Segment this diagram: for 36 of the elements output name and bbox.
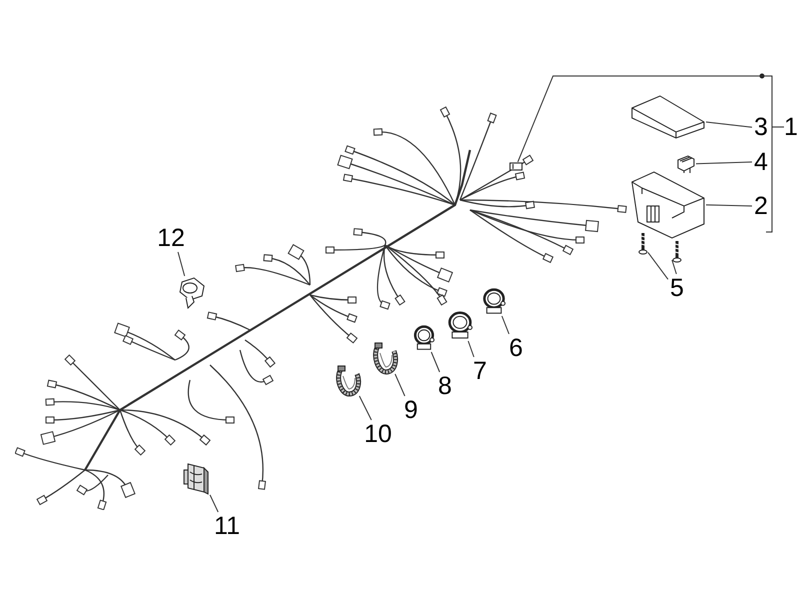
- screw: [672, 240, 682, 264]
- callout-number: 6: [507, 334, 525, 362]
- leader-line: [696, 162, 752, 164]
- leader-line: [706, 122, 752, 128]
- callout-number: 3: [752, 113, 770, 141]
- leader-line: [210, 494, 219, 512]
- leader-line: [394, 374, 406, 396]
- callout-number: 9: [402, 396, 420, 424]
- leader-line: [706, 204, 752, 206]
- leader-line: [517, 76, 784, 162]
- callout-number: 11: [210, 512, 244, 540]
- hose-clamp: [482, 288, 506, 316]
- callout-number: 4: [752, 148, 770, 176]
- leader-line: [178, 252, 186, 276]
- connector-plug: [509, 162, 523, 171]
- fuse: [676, 154, 696, 174]
- leader-line: [358, 396, 372, 420]
- leader-line: [468, 340, 474, 358]
- fuse-box-cover: [630, 94, 706, 140]
- callout-number: 5: [668, 274, 686, 302]
- callout-number: 2: [752, 192, 770, 220]
- cable-clamp: [413, 325, 435, 352]
- callout-number: 10: [361, 420, 395, 448]
- cable-clip: [182, 462, 210, 496]
- callout-number: 8: [436, 372, 454, 400]
- leader-line: [648, 252, 668, 280]
- cable-tie-band: [374, 343, 398, 374]
- leader-line: [430, 352, 440, 372]
- callout-number: 7: [471, 357, 489, 385]
- leader-line: [672, 260, 677, 274]
- cable-tie-band: [337, 366, 361, 396]
- screw: [638, 232, 648, 256]
- callout-number: 1: [784, 113, 798, 141]
- hose-clamp: [447, 311, 473, 341]
- leader-line: [501, 316, 510, 334]
- callout-number: 12: [154, 224, 188, 252]
